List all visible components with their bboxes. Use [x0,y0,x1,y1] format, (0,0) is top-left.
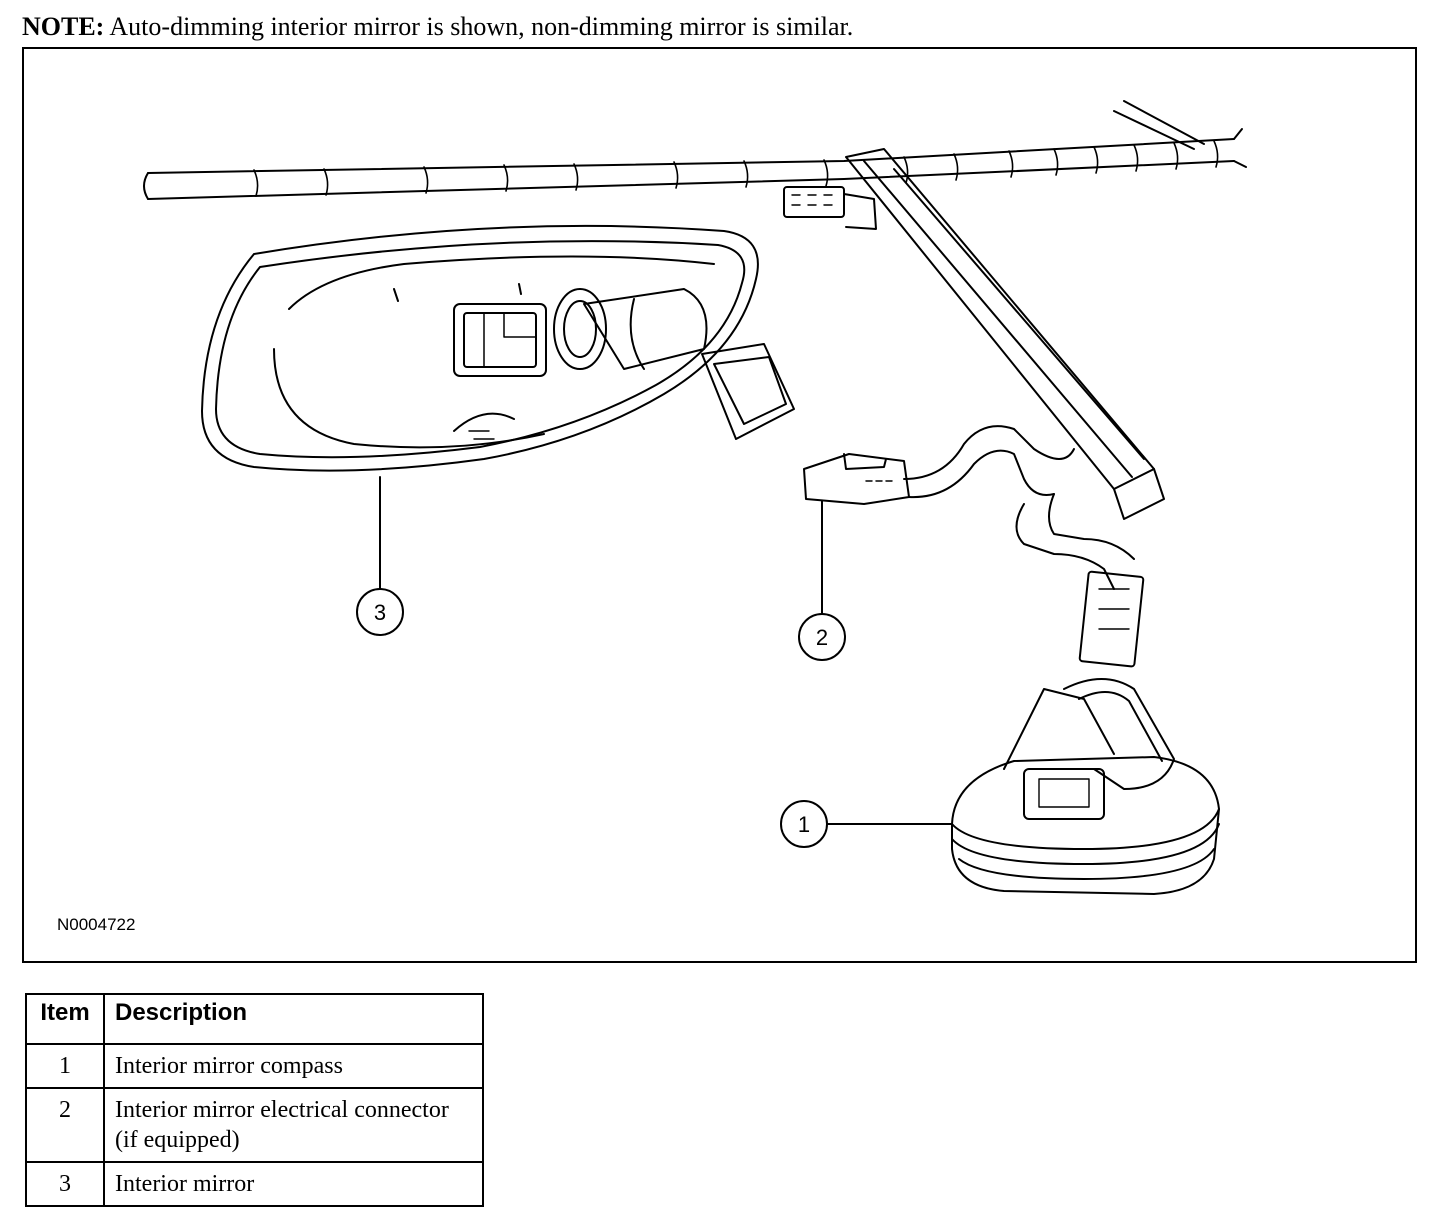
callouts [356,476,953,848]
row-description: Interior mirror electrical connector (if… [103,1087,484,1163]
note-label: NOTE: [22,12,105,41]
header-description: Description [103,993,484,1045]
row-item-number: 3 [25,1161,105,1207]
callout-3 [356,588,404,636]
row-description: Interior mirror [103,1161,484,1207]
callout-1-label: 1 [798,812,810,837]
row-item-number: 1 [25,1043,105,1089]
callout-2 [798,613,846,661]
table-row: 2 Interior mirror electrical connector (… [25,1087,484,1163]
note-text: NOTE: Auto-dimming interior mirror is sh… [22,10,853,44]
interior-mirror [201,224,795,472]
callout-3-label: 3 [374,600,386,625]
header-item: Item [25,993,105,1045]
callout-1 [780,800,828,848]
exploded-view-drawing: 3 2 1 [143,100,1247,895]
wiring-harness [143,100,1247,230]
note-body: Auto-dimming interior mirror is shown, n… [104,12,854,41]
windshield-bracket [845,148,1165,520]
item-description-table: Item Description 1 Interior mirror compa… [25,993,484,1207]
table-row: 3 Interior mirror [25,1161,484,1207]
figure-frame: 3 2 1 N0004722 [22,47,1417,963]
mirror-compass [951,678,1220,895]
figure-id: N0004722 [57,915,136,934]
table-header-row: Item Description [25,993,484,1045]
electrical-connector [803,425,1145,668]
row-item-number: 2 [25,1087,105,1163]
callout-2-label: 2 [816,625,828,650]
table-row: 1 Interior mirror compass [25,1043,484,1089]
row-description: Interior mirror compass [103,1043,484,1089]
